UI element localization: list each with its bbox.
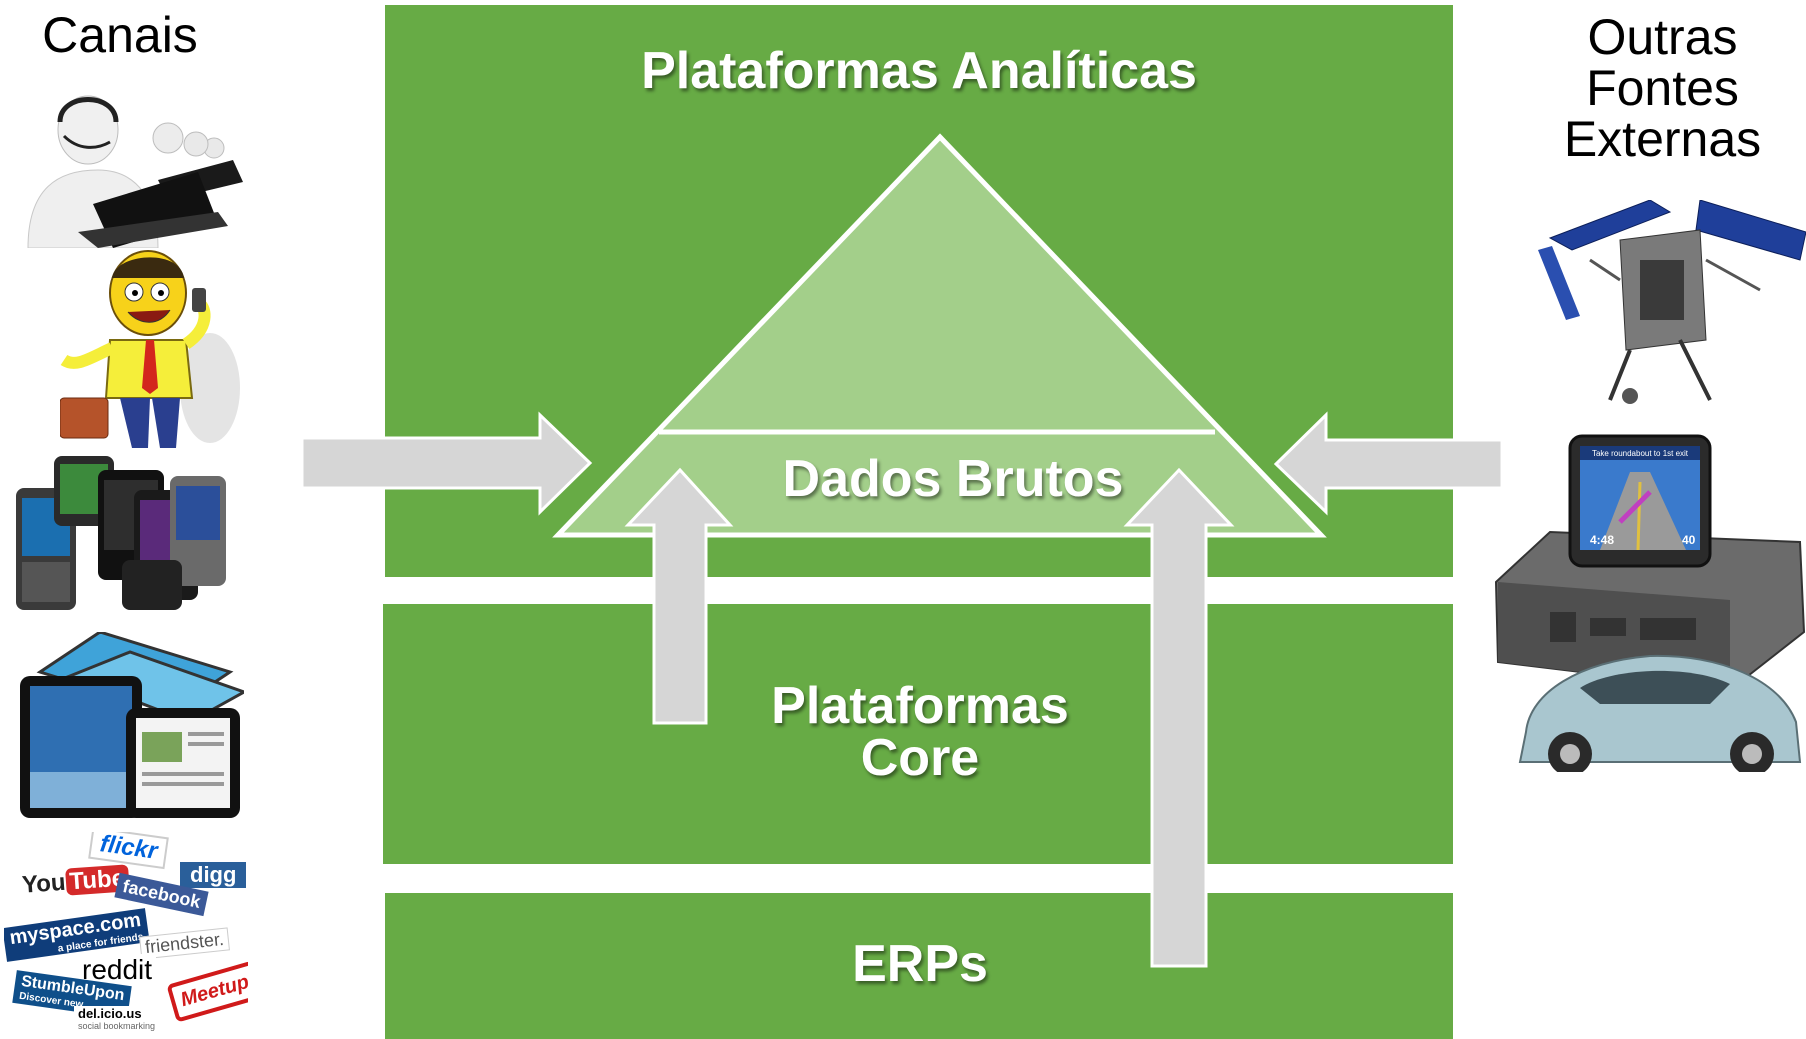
social-logos-icon: flickr YouTube digg facebook myspace.com… xyxy=(4,832,248,1039)
gps-time-text: 4:48 xyxy=(1590,533,1614,547)
right-title-line-1: Outras xyxy=(1587,9,1738,65)
reddit-logo: reddit xyxy=(78,954,157,986)
erp-label: ERPs xyxy=(852,935,988,993)
analytics-label: Plataformas Analíticas xyxy=(641,42,1197,100)
cartoon-phone-man-icon xyxy=(60,250,240,448)
core-label-line-2: Core xyxy=(860,729,980,787)
right-title-line-3: Externas xyxy=(1563,111,1762,167)
delicious-logo: del.icio.us social bookmarking xyxy=(74,1006,160,1031)
flickr-logo: flickr xyxy=(88,832,170,870)
core-label-line-1: Plataformas xyxy=(771,677,1069,735)
youtube-logo: YouTube xyxy=(21,864,130,899)
meetup-logo: Meetup xyxy=(166,960,248,1023)
core-band xyxy=(383,604,1453,864)
core-label: Plataformas Core xyxy=(720,680,1120,784)
digg-logo: digg xyxy=(180,862,247,888)
satellite-icon xyxy=(1538,200,1806,404)
gps-car-icon: Take roundabout to 1st exit 4:48 40 xyxy=(1494,434,1806,772)
right-title: Outras Fontes Externas xyxy=(1530,12,1795,165)
gps-speed-text: 40 xyxy=(1682,533,1696,547)
left-title: Canais xyxy=(42,7,198,63)
delicious-name: del.icio.us xyxy=(78,1006,142,1021)
gps-banner-text: Take roundabout to 1st exit xyxy=(1592,449,1689,458)
delicious-tagline: social bookmarking xyxy=(78,1021,156,1031)
erp-band xyxy=(385,893,1453,1039)
youtube-you: You xyxy=(21,868,67,899)
right-title-line-2: Fontes xyxy=(1586,60,1739,116)
call-center-icon xyxy=(18,92,246,248)
raw-data-label: Dados Brutos xyxy=(782,450,1124,508)
mobile-phones-icon xyxy=(16,456,226,610)
tablets-icon xyxy=(20,632,244,818)
